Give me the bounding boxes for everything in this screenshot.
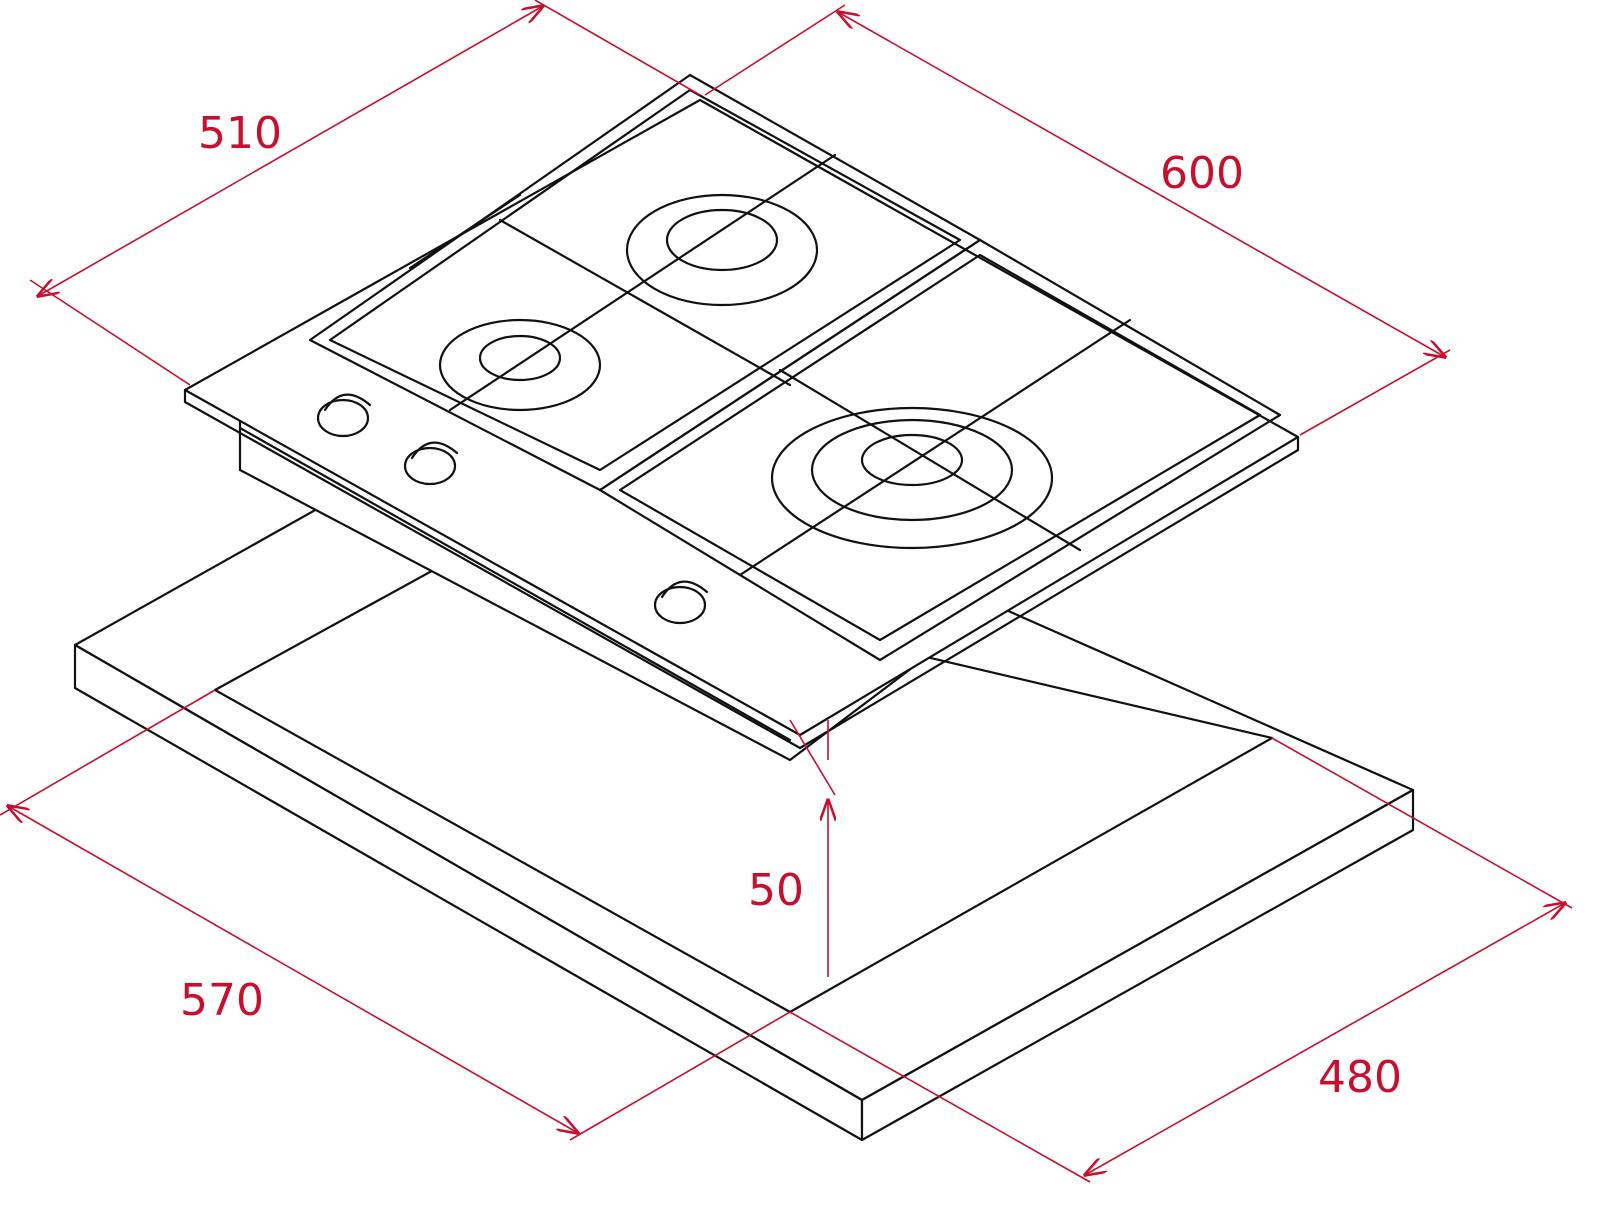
burner (438, 318, 602, 412)
burner-wok (770, 406, 1054, 550)
burner (625, 193, 819, 307)
dimension-label-600: 600 (1160, 148, 1244, 199)
dimension-570: 570 (0, 689, 791, 1141)
dimension-label-50: 50 (748, 865, 804, 916)
knob (653, 580, 709, 625)
dimension-50: 50 (748, 719, 835, 977)
dimension-label-480: 480 (1318, 1052, 1402, 1103)
dimension-510: 510 (29, 0, 701, 386)
knob (316, 393, 372, 438)
dimension-label-510: 510 (198, 108, 282, 159)
dimension-label-570: 570 (180, 975, 264, 1026)
dimension-600: 600 (704, 4, 1451, 436)
knob (403, 441, 459, 486)
dimension-480: 480 (789, 737, 1573, 1183)
